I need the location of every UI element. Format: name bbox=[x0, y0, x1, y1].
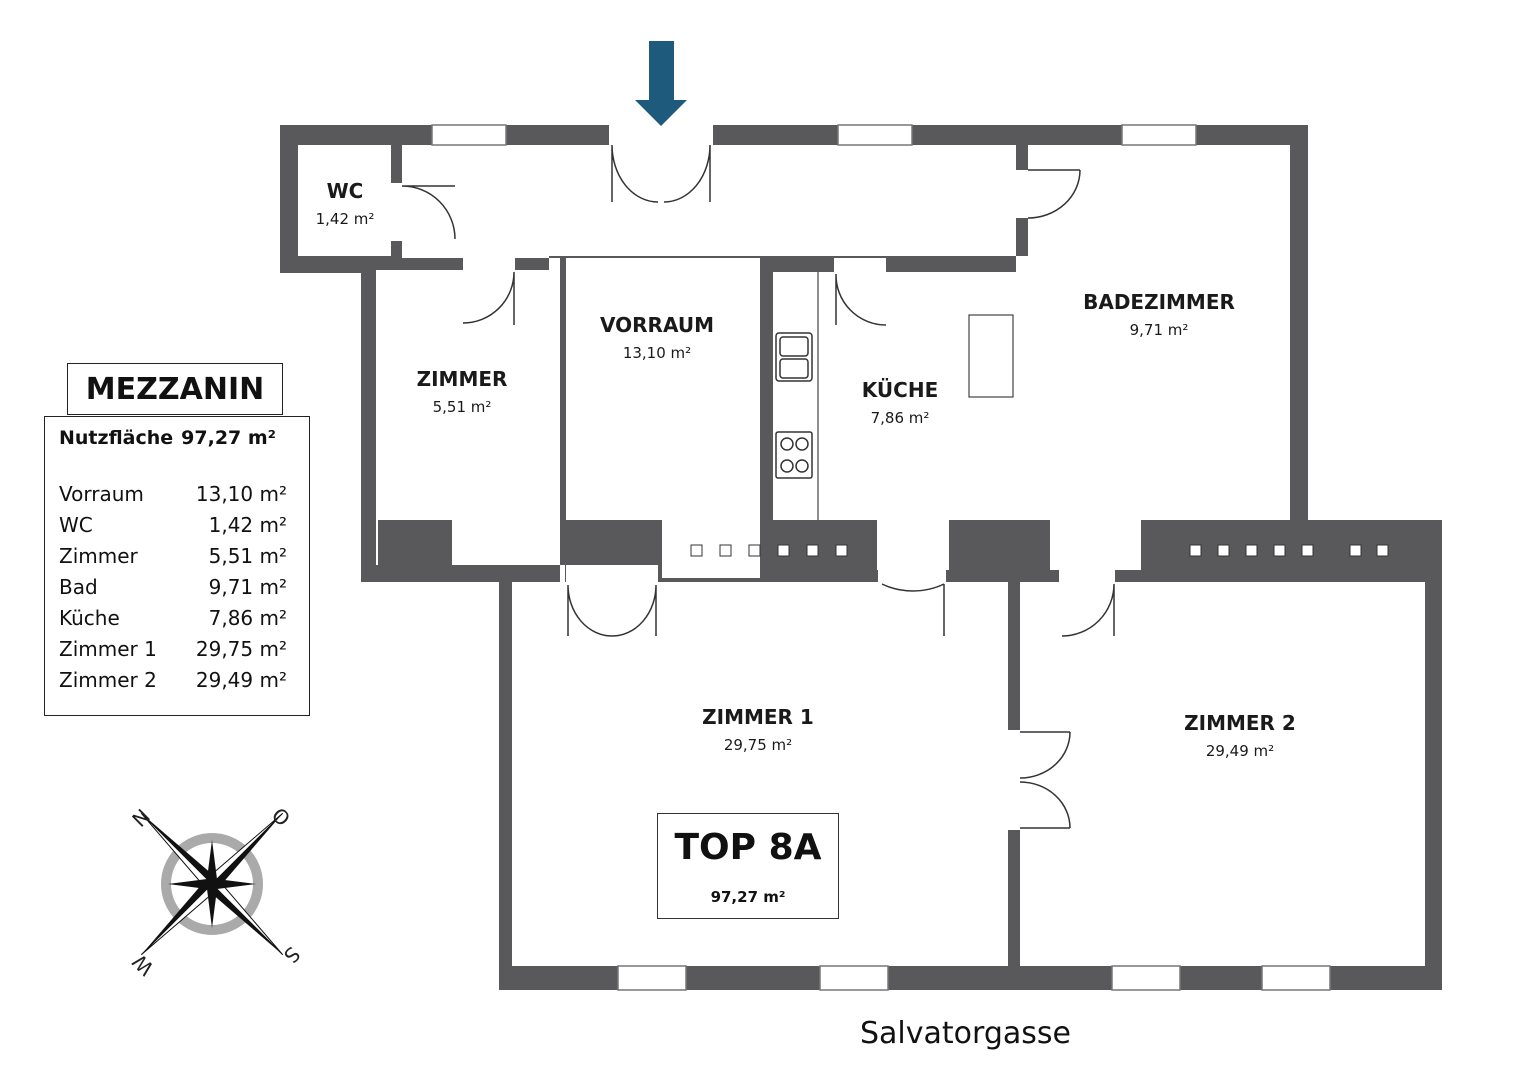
unit-title: TOP 8A bbox=[674, 827, 822, 868]
compass-letter-s: S bbox=[279, 942, 305, 968]
legend-total-label: Nutzfläche bbox=[59, 427, 174, 449]
legend-row-value: 13,10 m² bbox=[195, 482, 287, 506]
legend-row: Vorraum 13,10 m² bbox=[59, 479, 297, 510]
street-name: Salvatorgasse bbox=[860, 1016, 1071, 1051]
compass-rose-icon bbox=[140, 812, 284, 956]
legend-row-value: 29,49 m² bbox=[195, 668, 287, 692]
legend-total: Nutzfläche 97,27 m² bbox=[59, 427, 297, 449]
room-name-wc: WC bbox=[327, 179, 364, 203]
entrance-arrow-icon bbox=[635, 41, 687, 126]
room-area-kueche: 7,86 m² bbox=[871, 409, 930, 427]
room-name-vorraum: VORRAUM bbox=[600, 313, 714, 337]
legend-row-label: Bad bbox=[59, 575, 98, 599]
legend-row: Zimmer 1 29,75 m² bbox=[59, 634, 297, 665]
room-area-zimmer1: 29,75 m² bbox=[724, 736, 792, 754]
walls bbox=[280, 125, 1442, 990]
legend-row: Zimmer 2 29,49 m² bbox=[59, 665, 297, 696]
legend-row-value: 29,75 m² bbox=[195, 637, 287, 661]
legend-row-value: 9,71 m² bbox=[208, 575, 287, 599]
legend-row-label: Küche bbox=[59, 606, 120, 630]
door-swings bbox=[401, 144, 1115, 829]
windows bbox=[431, 124, 1331, 991]
legend-row-label: Zimmer bbox=[59, 544, 138, 568]
legend-row: Bad 9,71 m² bbox=[59, 572, 297, 603]
legend-total-value: 97,27 m² bbox=[181, 427, 276, 449]
legend-row-label: Zimmer 2 bbox=[59, 668, 157, 692]
compass-letter-o: O bbox=[267, 803, 295, 831]
compass-letter-w: W bbox=[127, 949, 158, 980]
stove-icon bbox=[775, 431, 813, 479]
room-area-wc: 1,42 m² bbox=[316, 210, 375, 228]
legend-title: MEZZANIN bbox=[67, 363, 283, 415]
door-openings bbox=[391, 125, 1115, 830]
legend-row-label: Vorraum bbox=[59, 482, 144, 506]
legend-row: Küche 7,86 m² bbox=[59, 603, 297, 634]
room-area-zimmer2: 29,49 m² bbox=[1206, 742, 1274, 760]
legend-row: Zimmer 5,51 m² bbox=[59, 541, 297, 572]
sink-icon bbox=[775, 332, 813, 382]
room-area-vorraum: 13,10 m² bbox=[623, 344, 691, 362]
room-name-badezimmer: BADEZIMMER bbox=[1083, 290, 1235, 314]
chimney-flues bbox=[690, 544, 1389, 557]
legend-row-label: WC bbox=[59, 513, 93, 537]
legend-row-label: Zimmer 1 bbox=[59, 637, 157, 661]
legend-box: Nutzfläche 97,27 m² Vorraum 13,10 m² WC 1,… bbox=[44, 416, 310, 716]
unit-label-box: TOP 8A 97,27 m² bbox=[657, 813, 839, 919]
kitchen-counter bbox=[817, 272, 1014, 520]
legend-row: WC 1,42 m² bbox=[59, 510, 297, 541]
legend-row-value: 7,86 m² bbox=[208, 606, 287, 630]
unit-area: 97,27 m² bbox=[710, 888, 786, 906]
room-name-zimmer: ZIMMER bbox=[417, 367, 508, 391]
room-name-zimmer1: ZIMMER 1 bbox=[702, 705, 814, 729]
legend-row-value: 5,51 m² bbox=[208, 544, 287, 568]
legend-row-value: 1,42 m² bbox=[208, 513, 287, 537]
compass-letter-n: N bbox=[127, 804, 155, 832]
room-area-zimmer: 5,51 m² bbox=[433, 398, 492, 416]
room-name-zimmer2: ZIMMER 2 bbox=[1184, 711, 1296, 735]
room-area-badezimmer: 9,71 m² bbox=[1130, 321, 1189, 339]
room-name-kueche: KÜCHE bbox=[862, 378, 938, 402]
